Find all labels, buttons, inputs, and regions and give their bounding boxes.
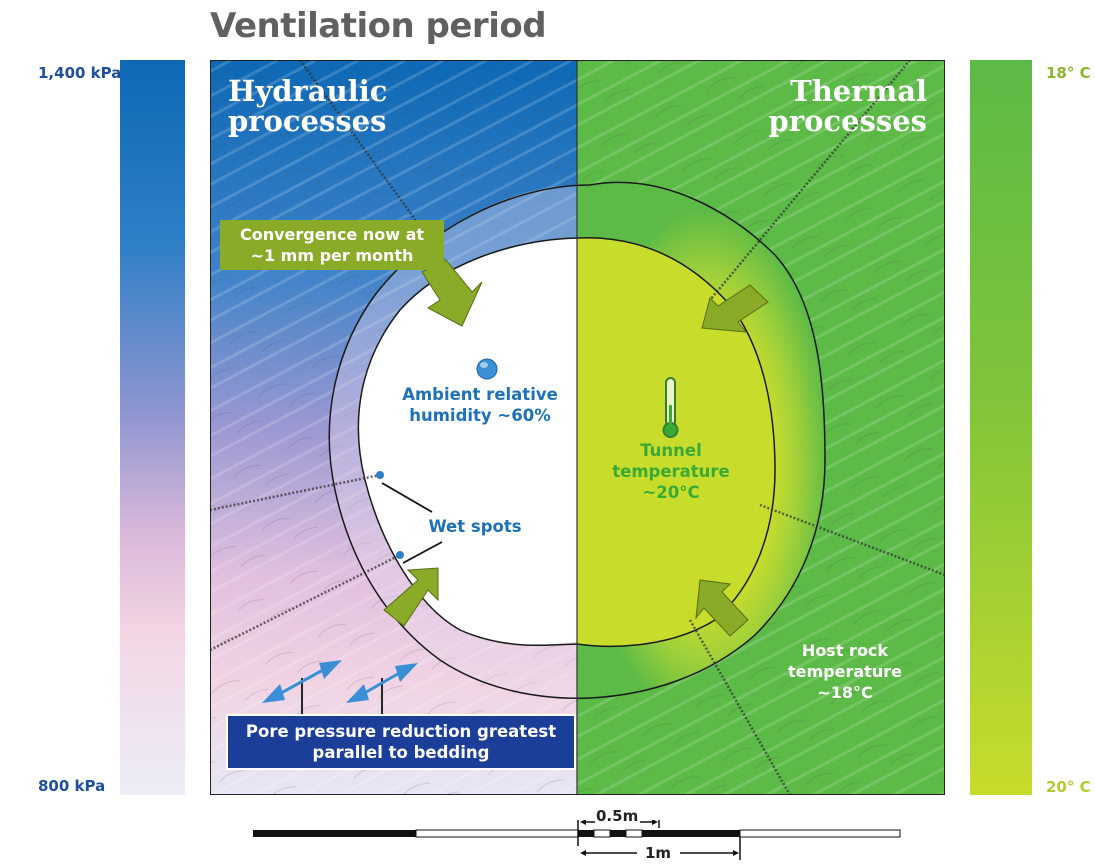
diagram-frame <box>210 60 945 795</box>
bedding-double-arrow-icon <box>262 660 418 703</box>
damaged-zone-outline <box>328 181 826 699</box>
thermometer-icon <box>662 377 679 438</box>
humidity-label: Ambient relative humidity ~60% <box>402 385 558 425</box>
temperature-top-label: 18° C <box>1046 64 1091 82</box>
scale-half-metre-label: 0.5m <box>596 807 639 825</box>
pressure-min-label: 800 kPa <box>38 777 106 795</box>
pressure-max-label: 1,400 kPa <box>38 64 122 82</box>
wet-spots-label: Wet spots <box>428 517 522 536</box>
temperature-bottom-label: 20° C <box>1046 778 1091 796</box>
pore-pressure-callout: Pore pressure reduction greatest paralle… <box>226 714 576 770</box>
tunnel-opening <box>358 238 577 645</box>
scale-bar-graphic <box>253 818 901 860</box>
pressure-color-bar <box>120 60 185 795</box>
scale-one-metre-label: 1m <box>645 844 672 862</box>
convergence-callout: Convergence now at ~1 mm per month <box>220 220 444 270</box>
tunnel-section-graphic <box>210 60 945 795</box>
page-title: Ventilation period <box>210 6 547 46</box>
host-rock-temperature-label: Host rock temperature ~18°C <box>788 641 902 702</box>
convergence-arrow-icon <box>383 259 769 637</box>
thermal-processes-heading: Thermal processes <box>768 74 927 138</box>
tunnel-cross-section-diagram: Hydraulic processes Thermal processes Co… <box>210 60 945 795</box>
hydraulic-processes-heading: Hydraulic processes <box>228 74 388 138</box>
scale-bar: 0.5m 1m <box>252 807 902 862</box>
water-drop-icon <box>476 358 498 380</box>
temperature-color-bar <box>970 60 1032 795</box>
wet-spots-pointers <box>381 482 443 564</box>
tunnel-temperature-label: Tunnel temperature ~20°C <box>612 441 730 502</box>
